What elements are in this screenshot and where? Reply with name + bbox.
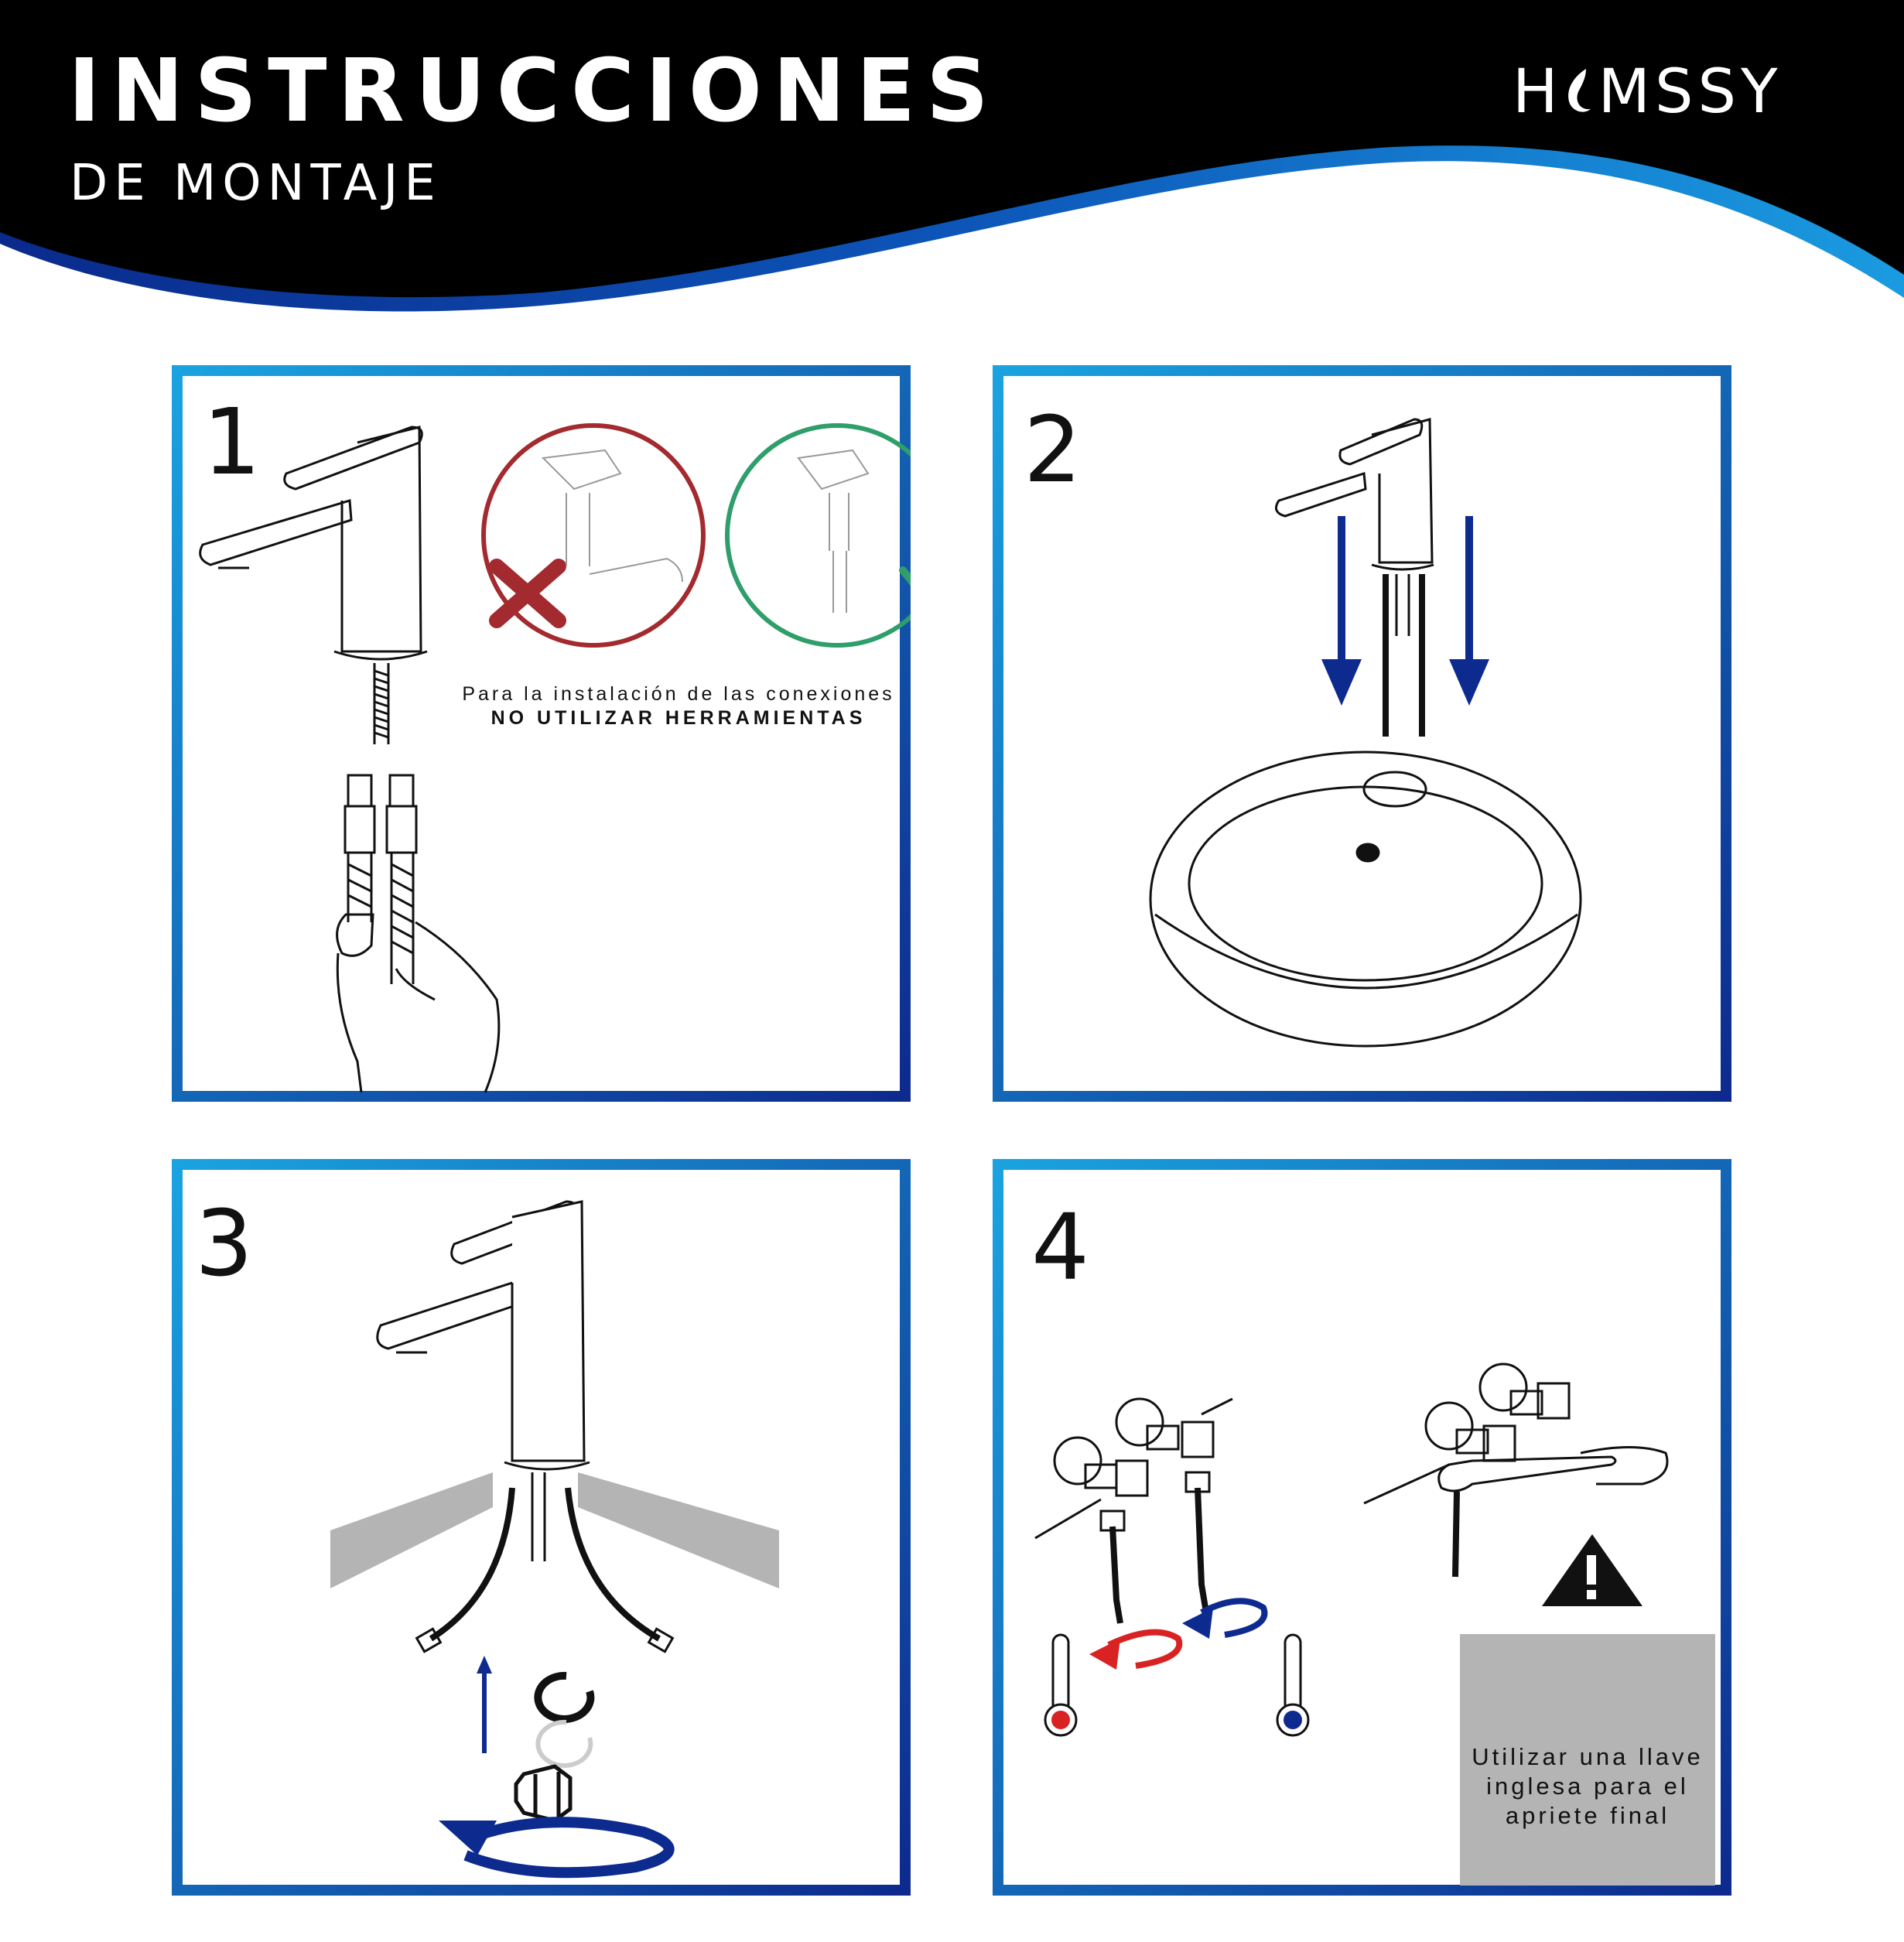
washer-icon: [534, 1671, 595, 1768]
step-1-panel: 1: [172, 365, 911, 1102]
cold-thermometer-icon: [1276, 1633, 1310, 1737]
step-number: 4: [1031, 1194, 1090, 1301]
hand-icon: [336, 913, 501, 1093]
panel-frame: [993, 365, 1731, 1102]
counter-icon: [330, 1472, 779, 1588]
supply-hoses: [429, 1487, 661, 1642]
note-line1: Para la instalación de las conexiones: [462, 683, 895, 705]
step-number: 3: [195, 1190, 254, 1297]
threaded-rod: [373, 663, 390, 744]
correct-check-icon: [725, 423, 911, 648]
down-arrow-icon: [1321, 516, 1489, 706]
faucet-icon: [199, 426, 428, 661]
nut-icon: [514, 1764, 573, 1823]
header-banner: [0, 0, 1904, 312]
hose-icon: [344, 774, 418, 984]
water-drop-icon: [1567, 69, 1591, 112]
step-3-illustration: [330, 1200, 779, 1879]
warning-panel: [1460, 1634, 1715, 1886]
hose-nut: [415, 1627, 675, 1653]
step-number: 1: [203, 388, 262, 495]
threaded-rod: [531, 1472, 546, 1561]
supply-hoses: [1383, 574, 1425, 737]
valve-icon: [1034, 1397, 1233, 1540]
step-3-panel: 3: [172, 1159, 911, 1896]
faucet-icon: [376, 1200, 590, 1471]
up-arrow-icon: [477, 1656, 492, 1753]
wrench-warning-text: Utilizar una llave inglesa para el aprie…: [1472, 1743, 1704, 1830]
step-2-illustration: [1149, 418, 1582, 1048]
wrench-icon: [1363, 1362, 1669, 1578]
page-subtitle: DE MONTAJE: [70, 155, 442, 212]
logo-letter: H: [1513, 57, 1563, 127]
hose-nut: [1099, 1471, 1211, 1532]
step-2-panel: 2: [993, 365, 1731, 1102]
threaded-rod: [1395, 574, 1410, 636]
step-4-illustration: [1034, 1362, 1669, 1737]
no-tools-note: Para la instalación de las conexiones NO…: [450, 682, 907, 731]
panel-frame: [172, 1159, 911, 1896]
wrong-cross-icon: [481, 423, 706, 648]
step-4-panel: 4: [993, 1159, 1731, 1896]
warning-icon: [1542, 1534, 1642, 1606]
panel-frame: [993, 1159, 1731, 1896]
step-number: 2: [1024, 396, 1082, 503]
panel-frame: [172, 365, 911, 1102]
faucet-icon: [1274, 418, 1434, 571]
rotate-arrow-icon: [439, 1817, 675, 1879]
logo-letters: MSSY: [1598, 57, 1783, 127]
page-title: INSTRUCCIONES: [68, 41, 1000, 142]
supply-hoses: [1109, 1487, 1208, 1624]
step-1-illustration: [199, 423, 911, 1093]
basin-icon: [1149, 750, 1582, 1048]
rotate-arrow-icon: [1089, 1598, 1268, 1670]
note-line2: NO UTILIZAR HERRAMIENTAS: [491, 707, 867, 730]
hot-thermometer-icon: [1044, 1633, 1078, 1737]
